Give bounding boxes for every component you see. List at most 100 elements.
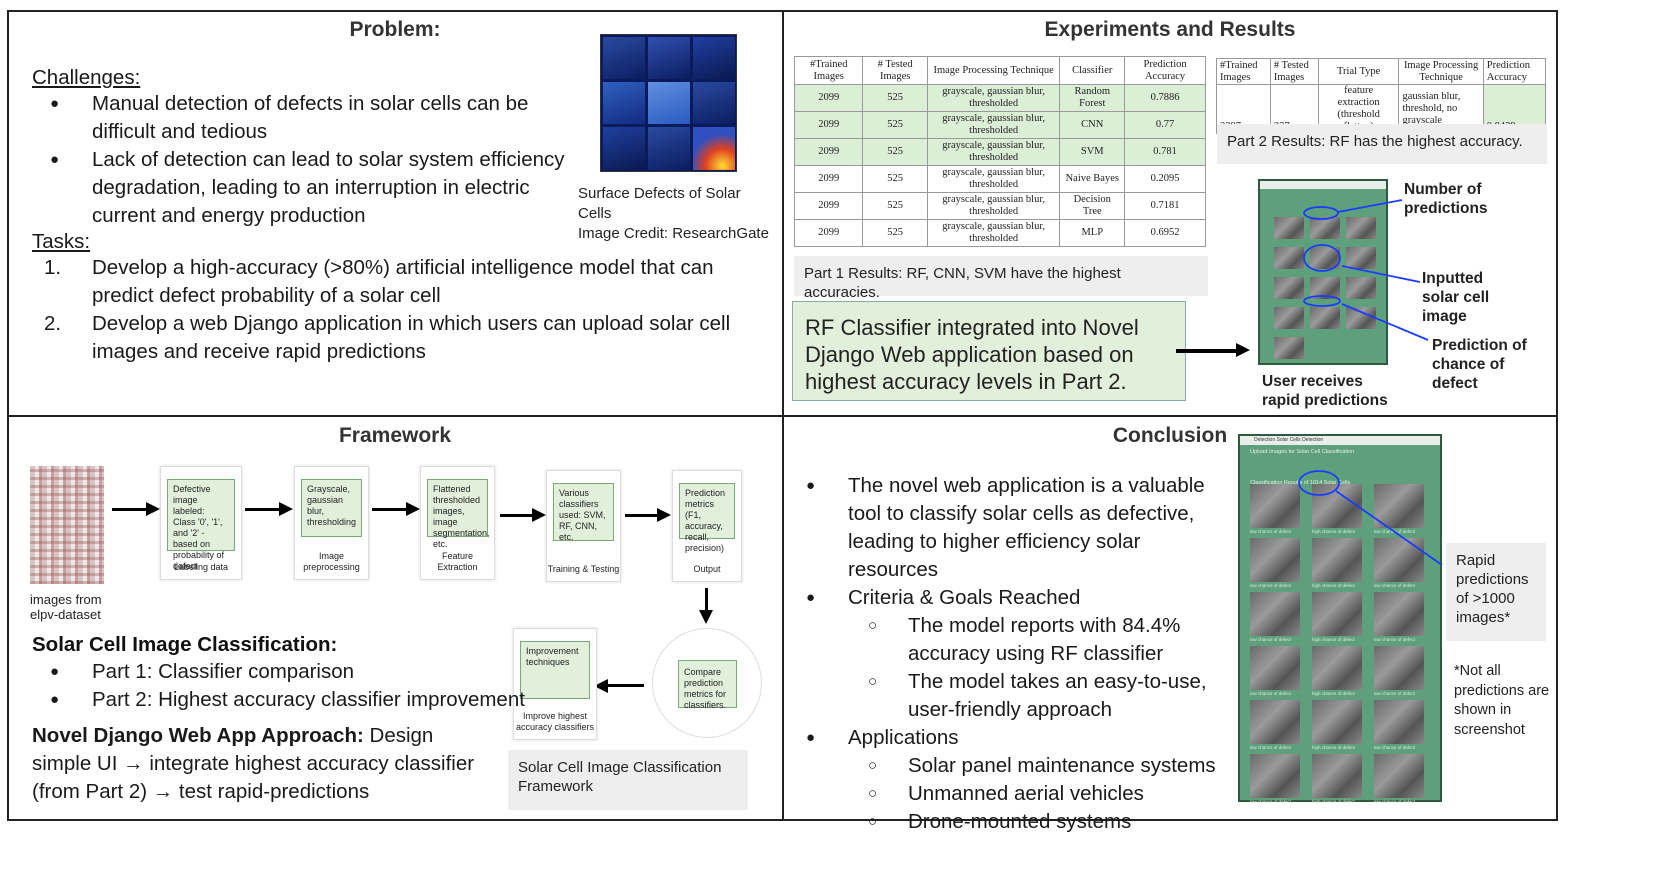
- part2-results-caption: Part 2 Results: RF has the highest accur…: [1217, 124, 1547, 164]
- result-thumbnail: [1312, 538, 1362, 582]
- arrow-left-icon: [606, 684, 644, 687]
- result-thumbnail: [1374, 646, 1424, 690]
- result-thumbnail: [1312, 646, 1362, 690]
- screen-title: Detection Solar Cells Detection: [1254, 437, 1324, 443]
- rapid-annotation-lines: [1298, 470, 1443, 566]
- framework-title: Framework: [338, 424, 452, 447]
- framework-step-training: Various classifiers used: SVM, RF, CNN, …: [546, 470, 621, 582]
- framework-step-output: Prediction metrics (F1, accuracy, recall…: [672, 470, 742, 582]
- result-thumbnail: [1374, 538, 1424, 582]
- thumbnail-label: low chance of defect: [1374, 799, 1416, 804]
- result-thumbnail: [1374, 484, 1424, 528]
- screen-subheading: Classification Results of 1014 Solar Cel…: [1250, 480, 1351, 486]
- result-thumbnail: [1374, 700, 1424, 744]
- result-thumbnail: [1250, 538, 1300, 582]
- compare-box: Compare prediction metrics for classifie…: [678, 660, 737, 710]
- rf-integration-box: RF Classifier integrated into Novel Djan…: [792, 301, 1186, 401]
- classification-list: Part 1: Classifier comparison Part 2: Hi…: [32, 658, 532, 714]
- col-header: Trial Type: [1317, 58, 1400, 85]
- framework-step-labeling: Defective image labeled: Class '0', '1',…: [160, 466, 242, 580]
- thumbnail-label: low chance of defect: [1250, 745, 1292, 750]
- task-item: 2.Develop a web Django application in wh…: [44, 312, 731, 363]
- challenges-list: Manual detection of defects in solar cel…: [32, 90, 572, 230]
- framework-step-improve: Improvement techniques Improve highest a…: [513, 628, 597, 740]
- conclusion-subitem: Drone-mounted systems: [788, 808, 1228, 836]
- thumbnail-label: low chance of defect: [1250, 637, 1292, 642]
- challenge-item: Lack of detection can lead to solar syst…: [32, 146, 572, 230]
- thumbnail-label: low chance of defect: [1374, 637, 1416, 642]
- thumbnail-label: high chance of defect: [1312, 637, 1355, 642]
- result-thumbnail: [1250, 700, 1300, 744]
- annotation-prediction: Prediction of chance of defect: [1432, 337, 1527, 392]
- classification-heading: Solar Cell Image Classification:: [32, 633, 338, 656]
- result-thumbnail: [1312, 592, 1362, 636]
- framework-step-preprocessing: Grayscale, gaussian blur, thresholding I…: [294, 466, 369, 580]
- arrow-right-icon: [112, 502, 160, 516]
- col-header: Image Processing Technique: [926, 56, 1061, 85]
- framework-step-feature-extraction: Flattened thresholded images, image segm…: [420, 466, 495, 580]
- conclusion-subitem: The model reports with 84.4% accuracy us…: [788, 612, 1228, 668]
- conclusion-item: The novel web application is a valuable …: [788, 472, 1228, 584]
- thumbnail-label: high chance of defect: [1312, 745, 1355, 750]
- webapp-screenshot: [1258, 179, 1388, 365]
- arrow-right-icon: [500, 508, 546, 522]
- rapid-predictions-box: Rapid predictions of >1000 images*: [1446, 543, 1546, 641]
- screen-heading: Upload Images for Solar Cell Classificat…: [1250, 449, 1355, 455]
- arrow-down-icon: [705, 588, 708, 612]
- novel-approach: Novel Django Web App Approach: Design si…: [32, 724, 475, 803]
- part2-results-table: #Trained Images # Tested Images Trial Ty…: [1216, 58, 1547, 134]
- thumbnail-label: high chance of defect: [1312, 799, 1355, 804]
- col-header: Image Processing Technique: [1398, 58, 1484, 85]
- framework-caption: Solar Cell Image Classification Framewor…: [508, 750, 748, 810]
- result-thumbnail: [1250, 484, 1300, 528]
- thumbnail-label: low chance of defect: [1250, 799, 1292, 804]
- result-thumbnail: [1312, 700, 1362, 744]
- annotation-lines: [1303, 199, 1429, 341]
- dataset-image: [30, 466, 104, 584]
- col-header: Classifier: [1059, 56, 1126, 85]
- col-header: #Trained Images: [1216, 58, 1271, 85]
- thumbnail-label: low chance of defect: [1374, 745, 1416, 750]
- result-thumbnail: [1250, 754, 1300, 798]
- conclusion-item: Criteria & Goals Reached: [788, 584, 1228, 612]
- challenges-heading: Challenges:: [32, 66, 141, 89]
- col-header: #Trained Images: [793, 56, 864, 85]
- thumbnail-label: low chance of defect: [1374, 583, 1416, 588]
- problem-title: Problem:: [349, 18, 441, 41]
- part1-results-table: #Trained Images # Tested Images Image Pr…: [793, 56, 1206, 247]
- screenshot-note: *Not all predictions are shown in screen…: [1454, 663, 1550, 738]
- task-item: 1.Develop a high-accuracy (>80%) artific…: [44, 256, 714, 307]
- conclusion-list: The novel web application is a valuable …: [788, 472, 1228, 836]
- thumbnail-label: low chance of defect: [1250, 583, 1292, 588]
- arrow-right-icon: [372, 502, 420, 516]
- thumbnail-label: high chance of defect: [1312, 529, 1355, 534]
- conclusion-subitem: Solar panel maintenance systems: [788, 752, 1228, 780]
- arrow-right-icon: [245, 502, 293, 516]
- part1-results-caption: Part 1 Results: RF, CNN, SVM have the hi…: [794, 256, 1208, 301]
- col-header: Prediction Accuracy: [1482, 58, 1547, 85]
- classification-item: Part 2: Highest accuracy classifier impr…: [32, 686, 532, 714]
- image-caption: Surface Defects of Solar Cells Image Cre…: [578, 185, 769, 242]
- classification-item: Part 1: Classifier comparison: [32, 658, 532, 686]
- experiments-title: Experiments and Results: [1044, 18, 1296, 41]
- arrow-right-icon: [1176, 343, 1250, 357]
- thumbnail-label: high chance of defect: [1312, 583, 1355, 588]
- compare-circle: [652, 628, 762, 738]
- challenge-item: Manual detection of defects in solar cel…: [32, 90, 572, 146]
- col-header: Prediction Accuracy: [1124, 56, 1206, 85]
- thumbnail-label: high chance of defect: [1312, 691, 1355, 696]
- conclusion-subitem: Unmanned aerial vehicles: [788, 780, 1228, 808]
- tasks-list: 1.Develop a high-accuracy (>80%) artific…: [32, 254, 752, 366]
- dataset-label: images from elpv-dataset: [30, 592, 102, 622]
- annotation-inputted-image: Inputted solar cell image: [1422, 270, 1490, 325]
- thumbnail-label: low chance of defect: [1250, 529, 1292, 534]
- annotation-number-of-predictions: Number of predictions: [1404, 181, 1488, 217]
- arrow-right-icon: [625, 508, 671, 522]
- thumbnail-label: low chance of defect: [1374, 691, 1416, 696]
- col-header: # Tested Images: [862, 56, 928, 85]
